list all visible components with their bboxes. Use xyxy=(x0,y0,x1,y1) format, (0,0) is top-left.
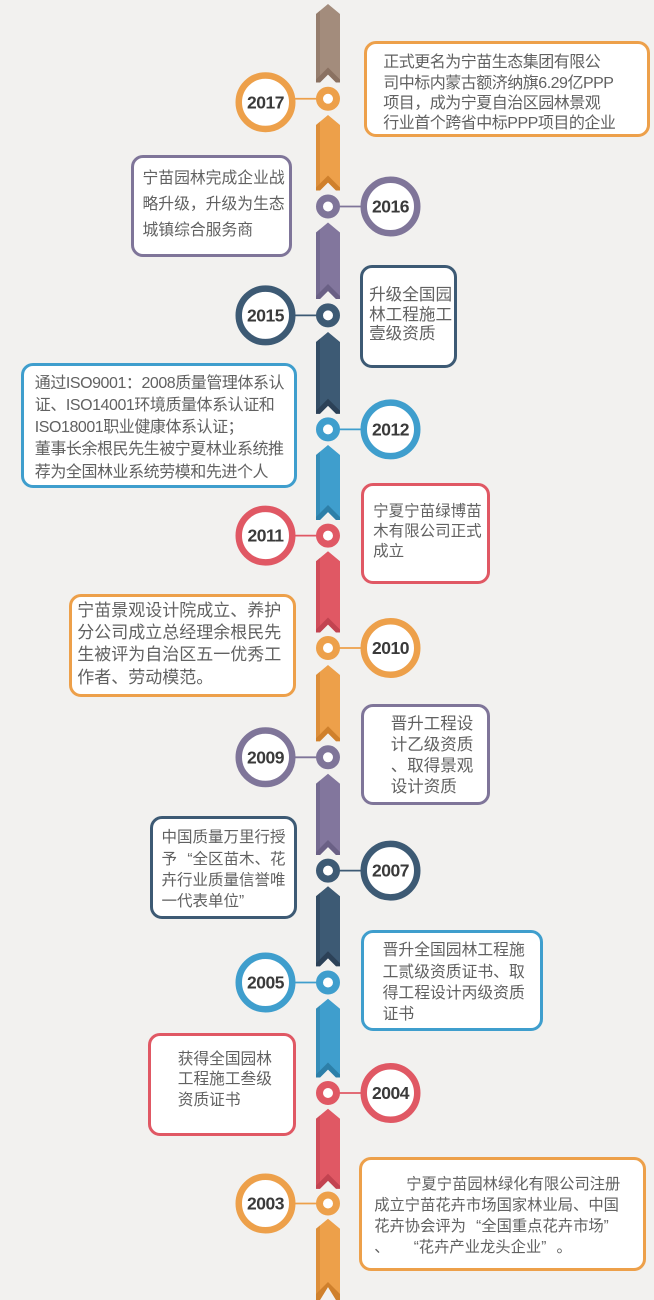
svg-text:2015: 2015 xyxy=(247,305,285,325)
svg-text:2005: 2005 xyxy=(247,973,285,993)
svg-text:2004: 2004 xyxy=(372,1083,410,1103)
svg-text:2003: 2003 xyxy=(247,1194,285,1214)
svg-text:2012: 2012 xyxy=(372,419,410,439)
svg-text:2017: 2017 xyxy=(247,92,284,112)
svg-text:2016: 2016 xyxy=(372,197,410,217)
svg-text:2009: 2009 xyxy=(247,747,285,767)
svg-text:2007: 2007 xyxy=(372,861,409,881)
svg-text:2011: 2011 xyxy=(248,526,285,546)
svg-text:2010: 2010 xyxy=(372,638,410,658)
